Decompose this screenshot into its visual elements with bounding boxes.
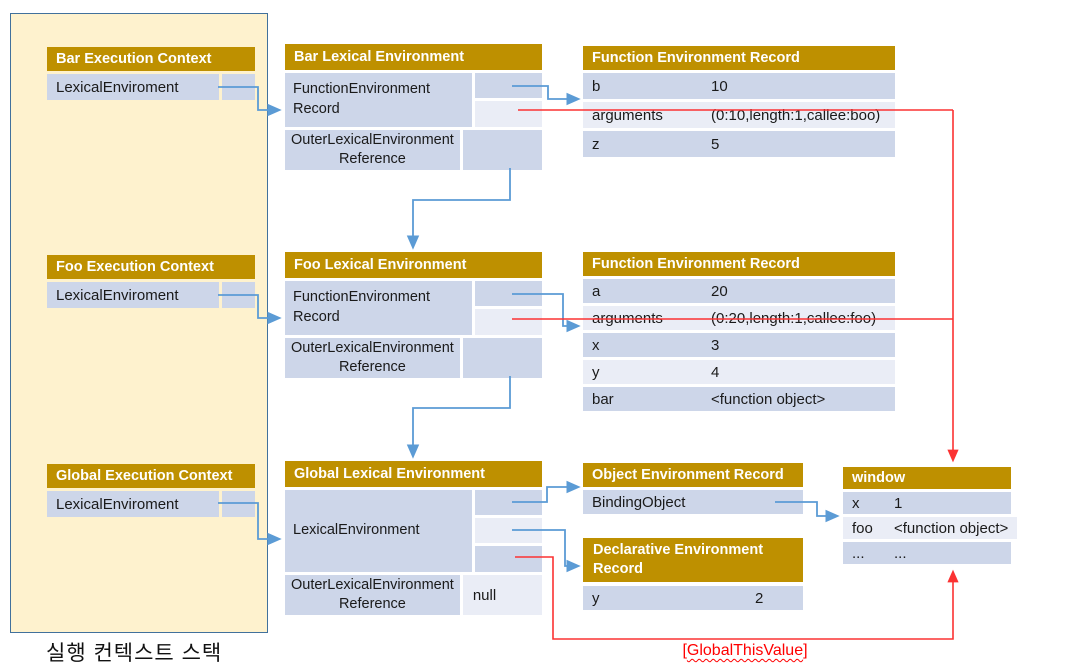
table-row: arguments(0:10,length:1,callee:boo) (583, 102, 895, 128)
lexical-environment-slot: LexicalEnviroment (47, 74, 219, 100)
value-cell: 3 (702, 333, 895, 357)
key-cell: foo (843, 517, 881, 539)
bar-lexical-environment: Bar Lexical Environment FunctionEnvironm… (285, 44, 542, 170)
key-cell: x (843, 492, 881, 514)
execution-context-stack: Bar Execution Context LexicalEnviroment … (10, 13, 268, 633)
table-row: foo<function object> (843, 517, 1018, 539)
global-this-value-label: [GlobalThisValue] (682, 642, 808, 659)
table-row: arguments(0:20,length:1,callee:foo) (583, 306, 895, 330)
table-title: Object Environment Record (583, 463, 803, 487)
key-cell: b (583, 73, 698, 99)
value-cell: (0:10,length:1,callee:boo) (702, 102, 895, 128)
stack-caption: 실행 컨텍스트 스택 (46, 642, 223, 665)
function-environment-record-label: FunctionEnvironment Record (285, 73, 472, 127)
outer-reference-value (462, 338, 542, 378)
value-cell: 20 (702, 279, 895, 303)
foo-execution-context: Foo Execution Context LexicalEnviroment (47, 255, 255, 308)
value-cell: (0:20,length:1,callee:foo) (702, 306, 895, 330)
this-binding-cell (475, 101, 542, 127)
key-cell: y (583, 360, 698, 384)
box-title: Foo Execution Context (47, 255, 255, 279)
lexical-environment-label: LexicalEnvironment (285, 490, 472, 572)
function-environment-record-label: FunctionEnvironment Record (285, 281, 472, 335)
key-cell: BindingObject (583, 490, 742, 514)
outer-reference-label: OuterLexicalEnvironment Reference (285, 575, 460, 615)
value-cell: 1 (885, 492, 1011, 514)
declarative-record-pointer-cell (475, 518, 542, 543)
value-cell: ... (885, 542, 1011, 564)
box-title: Global Execution Context (47, 464, 255, 488)
this-binding-cell (475, 546, 542, 572)
value-cell: <function object> (885, 517, 1018, 539)
box-title: Global Lexical Environment (285, 461, 542, 487)
wire-foouter-to-globalle (406, 376, 511, 459)
outer-reference-label: OuterLexicalEnvironment Reference (285, 130, 460, 170)
lexical-environment-slot: LexicalEnviroment (47, 282, 219, 308)
global-execution-context: Global Execution Context LexicalEnvirome… (47, 464, 255, 517)
this-binding-cell (475, 309, 542, 335)
outer-reference-label: OuterLexicalEnvironment Reference (285, 338, 460, 378)
key-cell: arguments (583, 306, 698, 330)
value-cell (746, 490, 803, 514)
box-title: Bar Execution Context (47, 47, 255, 71)
pointer-cell (222, 491, 255, 517)
key-cell: ... (843, 542, 881, 564)
table-row: bar<function object> (583, 387, 895, 411)
key-cell: z (583, 131, 698, 157)
key-cell: a (583, 279, 698, 303)
wire-barouter-to-foole (406, 168, 511, 250)
value-cell: 2 (746, 586, 803, 610)
outer-reference-value (462, 130, 542, 170)
table-title: Declarative Environment Record (583, 538, 803, 582)
value-cell: 4 (702, 360, 895, 384)
table-title: Function Environment Record (583, 46, 895, 70)
table-title: Function Environment Record (583, 252, 895, 276)
record-pointer-cell (475, 281, 542, 306)
box-title: Bar Lexical Environment (285, 44, 542, 70)
value-cell: 5 (702, 131, 895, 157)
bar-execution-context: Bar Execution Context LexicalEnviroment (47, 47, 255, 100)
key-cell: y (583, 586, 742, 610)
value-cell: <function object> (702, 387, 895, 411)
global-lexical-environment: Global Lexical Environment LexicalEnviro… (285, 461, 542, 615)
outer-reference-value: null (462, 575, 542, 615)
foo-lexical-environment: Foo Lexical Environment FunctionEnvironm… (285, 252, 542, 378)
key-cell: arguments (583, 102, 698, 128)
table-row: ...... (843, 542, 1011, 564)
pointer-cell (222, 282, 255, 308)
record-pointer-cell (475, 73, 542, 98)
lexical-environment-slot: LexicalEnviroment (47, 491, 219, 517)
pointer-cell (222, 74, 255, 100)
value-cell: 10 (702, 73, 895, 99)
object-record-pointer-cell (475, 490, 542, 515)
box-title: Foo Lexical Environment (285, 252, 542, 278)
object-environment-record: Object Environment Record BindingObject (583, 463, 803, 517)
table-title: window (843, 467, 1011, 489)
key-cell: x (583, 333, 698, 357)
table-row: BindingObject (583, 490, 803, 514)
key-cell: bar (583, 387, 698, 411)
